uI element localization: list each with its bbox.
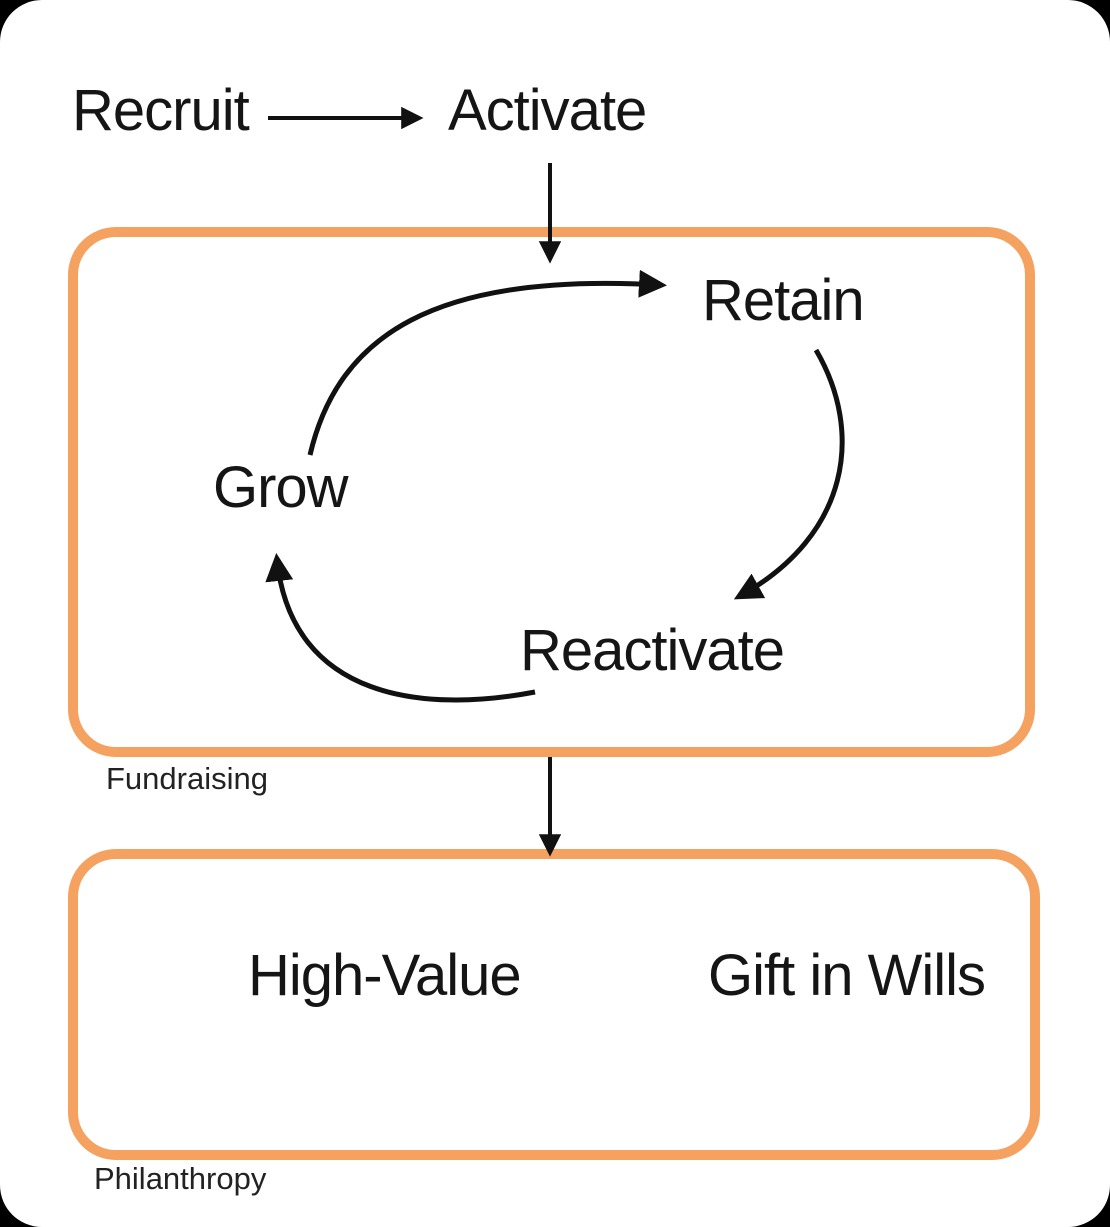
grow-to-retain-arrow	[307, 269, 667, 456]
retain-label: Retain	[702, 268, 865, 333]
recruit-label: Recruit	[72, 78, 250, 143]
philanthropy-caption: Philanthropy	[94, 1161, 267, 1196]
retain-to-reactivate-arrow	[733, 348, 845, 600]
high-value-label: High-Value	[248, 943, 522, 1008]
reactivate-to-grow-arrow	[265, 553, 536, 703]
fundraising-caption: Fundraising	[106, 761, 268, 796]
grow-label: Grow	[213, 455, 349, 520]
reactivate-label: Reactivate	[520, 618, 785, 683]
activate-label: Activate	[448, 78, 647, 143]
gift-in-wills-label: Gift in Wills	[708, 943, 986, 1008]
